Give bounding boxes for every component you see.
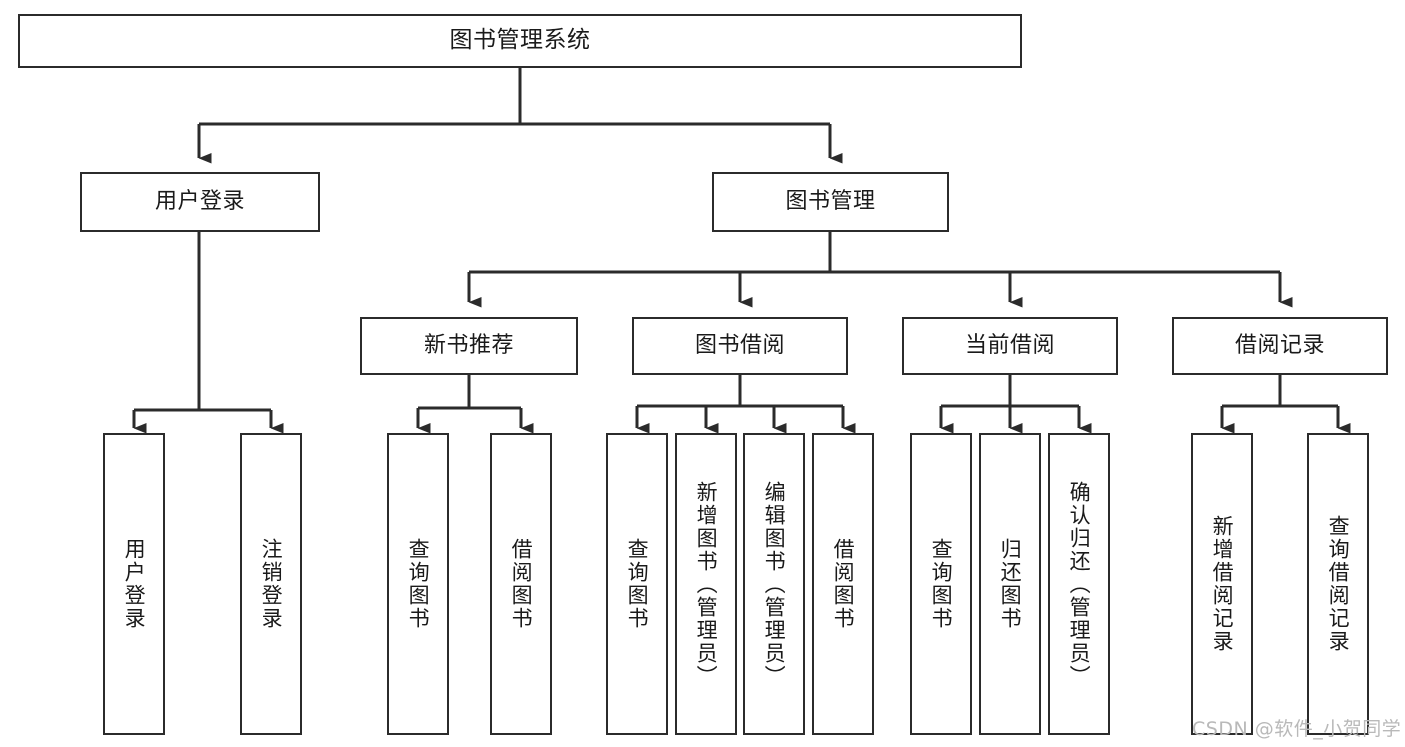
leaf-query-book-borrow[interactable]: 查询图书	[606, 433, 668, 735]
leaf-logout[interactable]: 注销登录	[240, 433, 302, 735]
node-label: 查询图书	[625, 538, 650, 630]
leaf-borrow-book[interactable]: 借阅图书	[812, 433, 874, 735]
node-label: 图书管理	[785, 188, 876, 214]
leaf-query-book-current[interactable]: 查询图书	[910, 433, 972, 735]
node-root-book-management-system[interactable]: 图书管理系统	[18, 14, 1022, 68]
leaf-confirm-return-admin[interactable]: 确认归还（管理员）	[1048, 433, 1110, 735]
node-label: 用户登录	[154, 188, 245, 214]
node-label: 确认归还（管理员）	[1067, 480, 1092, 688]
leaf-borrow-book-recommend[interactable]: 借阅图书	[490, 433, 552, 735]
node-label: 图书管理系统	[449, 27, 591, 54]
node-new-book-recommend[interactable]: 新书推荐	[360, 317, 578, 375]
leaf-query-book-recommend[interactable]: 查询图书	[387, 433, 449, 735]
node-book-borrow[interactable]: 图书借阅	[632, 317, 848, 375]
node-label: 借阅图书	[509, 538, 534, 630]
leaf-add-borrow-record[interactable]: 新增借阅记录	[1191, 433, 1253, 735]
node-label: 借阅图书	[831, 538, 856, 630]
csdn-watermark: CSDN @软件_小贺同学	[1192, 718, 1402, 740]
node-borrow-record[interactable]: 借阅记录	[1172, 317, 1388, 375]
node-label: 编辑图书（管理员）	[762, 480, 787, 688]
node-label: 归还图书	[998, 538, 1023, 630]
node-user-login[interactable]: 用户登录	[80, 172, 320, 232]
node-label: 查询图书	[929, 538, 954, 630]
node-label: 新增图书（管理员）	[694, 480, 719, 688]
node-label: 查询图书	[406, 538, 431, 630]
node-label: 新增借阅记录	[1210, 515, 1235, 653]
node-label: 新书推荐	[423, 332, 514, 358]
node-label: 查询借阅记录	[1326, 515, 1351, 653]
leaf-add-book-admin[interactable]: 新增图书（管理员）	[675, 433, 737, 735]
node-label: 用户登录	[122, 538, 147, 630]
leaf-user-login[interactable]: 用户登录	[103, 433, 165, 735]
node-label: 注销登录	[259, 538, 284, 630]
node-book-management[interactable]: 图书管理	[712, 172, 949, 232]
node-current-borrow[interactable]: 当前借阅	[902, 317, 1118, 375]
node-label: 当前借阅	[964, 332, 1055, 358]
node-label: 借阅记录	[1234, 332, 1325, 358]
leaf-query-borrow-record[interactable]: 查询借阅记录	[1307, 433, 1369, 735]
leaf-edit-book-admin[interactable]: 编辑图书（管理员）	[743, 433, 805, 735]
leaf-return-book[interactable]: 归还图书	[979, 433, 1041, 735]
node-label: 图书借阅	[694, 332, 785, 358]
